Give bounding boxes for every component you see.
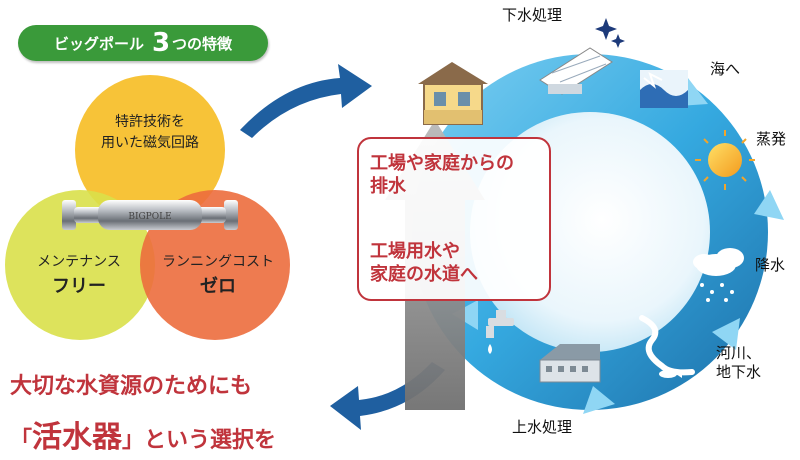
house-icon: [418, 62, 488, 125]
venn-right-line2: ゼロ: [200, 276, 236, 297]
venn-right-line1: ランニングコスト: [162, 254, 274, 270]
stage-rivers-line1: 河川、: [716, 344, 762, 362]
discharge-line2: 排水: [370, 176, 406, 198]
venn-top-line2: 用いた磁気回路: [101, 135, 199, 151]
stage-rivers: 河川、 地下水: [716, 344, 761, 382]
slogan-close-bracket: 」: [122, 428, 145, 453]
venn-circle-top: [75, 75, 225, 225]
slogan-product: 活水器: [32, 420, 123, 455]
stage-evaporation: 蒸発: [756, 130, 787, 148]
inner-usage-box: [357, 137, 551, 301]
slogan-rest: という選択を: [144, 428, 277, 453]
stage-water-treatment: 上水処理: [512, 418, 573, 436]
sparkle-icon: [595, 18, 625, 48]
fish-icon: [659, 370, 682, 378]
sea-wave-icon: [640, 70, 688, 108]
venn-left-text: メンテナンス フリー: [14, 252, 144, 300]
stage-rain: 降水: [755, 256, 786, 274]
venn-right-text: ランニングコスト ゼロ: [148, 252, 288, 300]
venn-left-line1: メンテナンス: [37, 254, 121, 270]
title-suffix: つの特徴: [172, 34, 233, 53]
discharge-line1: 工場や家庭からの: [370, 153, 514, 174]
title-prefix: ビッグポール: [53, 34, 144, 53]
rain-cloud-icon: [693, 248, 744, 302]
stage-rivers-line2: 地下水: [716, 362, 762, 381]
stage-sewage-treatment: 下水処理: [502, 6, 563, 24]
curved-arrow-top: [240, 64, 372, 138]
faucet-icon: [486, 310, 514, 354]
slogan-line2: 「活水器」という選択を: [10, 412, 276, 456]
venn-left-line2: フリー: [52, 276, 106, 297]
supply-text: 工場用水や 家庭の水道へ: [370, 240, 478, 287]
device-label: BIGPOLE: [128, 212, 171, 222]
venn-top-line1: 特許技術を: [115, 114, 185, 130]
supply-line2: 家庭の水道へ: [370, 264, 478, 286]
slogan-line1: 大切な水資源のためにも: [10, 374, 253, 399]
pipe-device-icon: BIGPOLE: [62, 200, 238, 230]
slogan-open-bracket: 「: [10, 428, 33, 453]
supply-line1: 工場用水や: [370, 241, 460, 262]
water-plant-icon: [539, 344, 601, 383]
sun-icon: [695, 130, 755, 190]
sewage-plant-icon: [539, 47, 613, 95]
venn-top-text: 特許技術を 用いた磁気回路: [85, 112, 215, 154]
discharge-text: 工場や家庭からの 排水: [370, 152, 514, 199]
title-badge: ビッグポール 3 つの特徴: [18, 25, 268, 61]
title-number: 3: [151, 28, 171, 58]
stage-to-sea: 海へ: [710, 60, 741, 78]
